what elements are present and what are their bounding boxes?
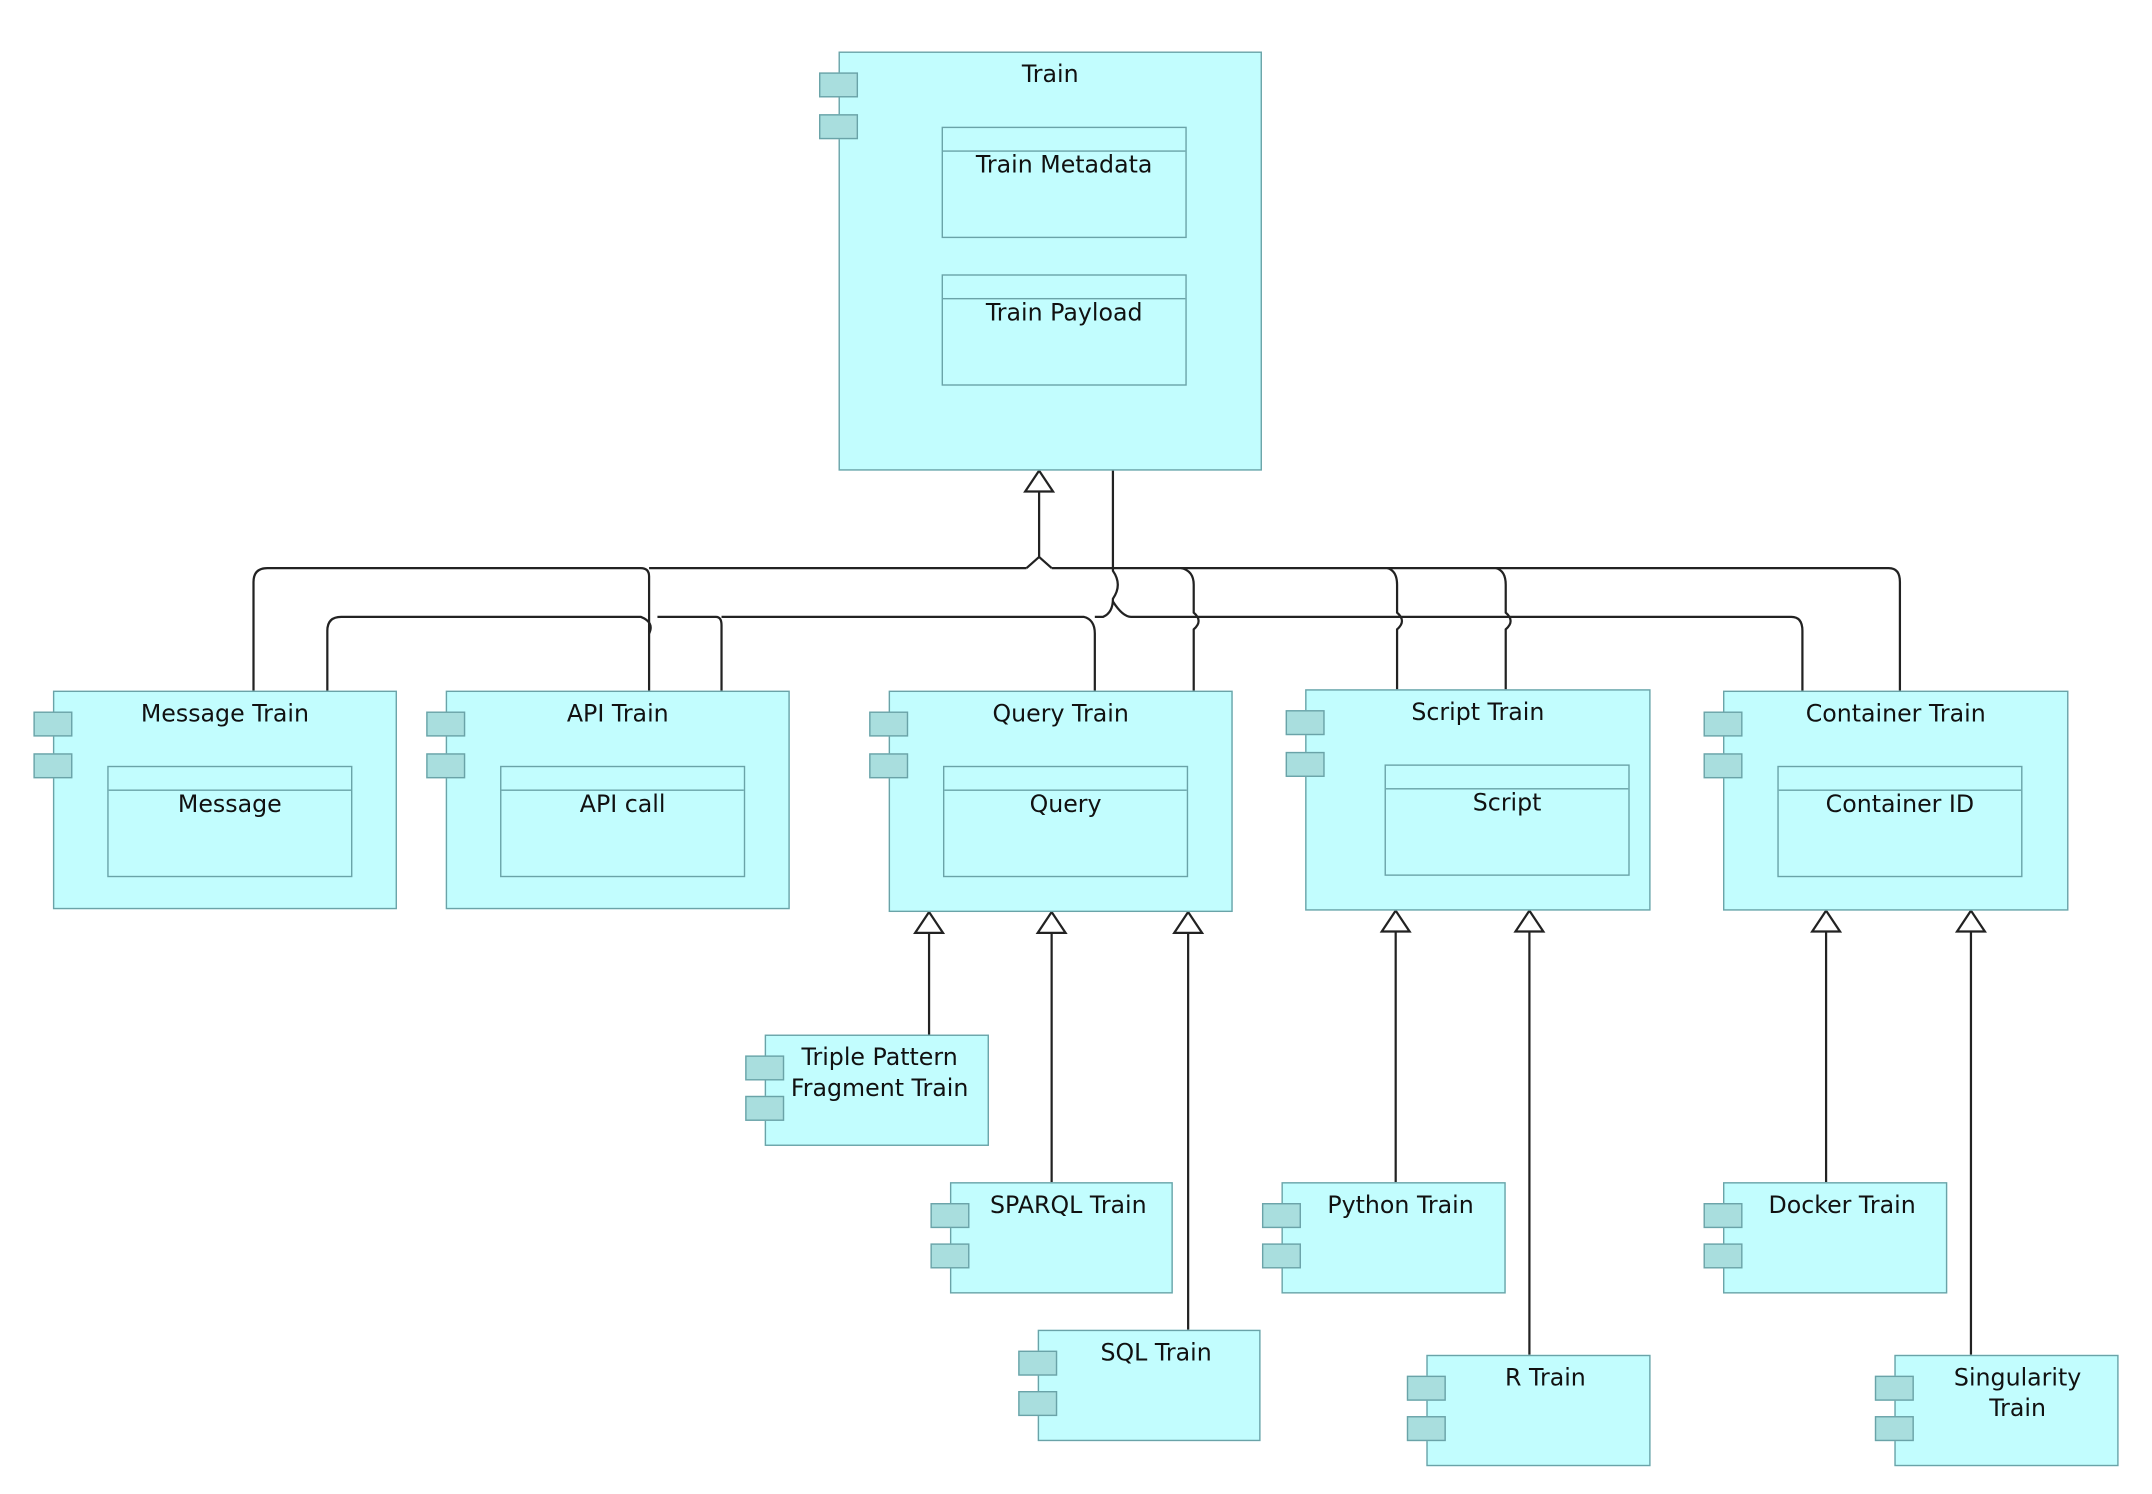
component-port-icon [1285,751,1325,777]
component-port-icon [1703,753,1743,779]
component-container-train[interactable]: Container Train Container ID [1723,690,2069,911]
part-label: Container ID [1825,790,1975,819]
generalization-arrow-query-train [1035,910,1068,935]
component-label: Docker Train [1768,1191,1916,1220]
component-singularity-train[interactable]: Singularity Train [1894,1354,2119,1467]
component-label: Train [1021,61,1079,90]
generalization-bus-lower-left [326,615,652,765]
generalization-line-query-part [721,615,1096,765]
part-script[interactable]: Script [1384,764,1630,876]
component-port-icon [33,753,73,779]
component-label: Script Train [1411,698,1545,727]
component-label: Python Train [1327,1191,1474,1220]
part-label: Train Metadata [975,151,1153,180]
part-label: API call [579,790,666,819]
generalization-arrow-query-train [1172,910,1205,935]
part-label: Query [1029,790,1102,819]
component-label: Message Train [140,700,310,729]
component-port-icon [1018,1391,1058,1417]
component-port-icon [869,753,909,779]
component-api-train[interactable]: API Train API call [445,690,790,910]
component-port-icon [869,711,909,737]
component-port-icon [819,72,859,98]
component-port-icon [1703,1203,1743,1229]
part-label: Train Payload [985,299,1143,328]
component-port-icon [1703,711,1743,737]
generalization-trunk-payload [1094,405,1119,618]
component-query-train[interactable]: Query Train Query [888,690,1233,913]
component-label: Container Train [1805,700,1986,729]
component-label: SQL Train [1100,1339,1212,1368]
component-port-icon [1285,710,1325,736]
generalization-line-script-train [1495,567,1512,691]
component-port-icon [1406,1416,1446,1442]
component-port-icon [1874,1416,1914,1442]
part-api-call[interactable]: API call [500,765,746,878]
component-sql-train[interactable]: SQL Train [1037,1329,1261,1442]
part-train-payload[interactable]: Train Payload [941,274,1187,386]
component-port-icon [1261,1243,1301,1269]
component-docker-train[interactable]: Docker Train [1723,1182,1948,1294]
part-label: Message [177,790,282,819]
component-port-icon [1874,1375,1914,1401]
generalization-arrow-container-train [1810,908,1843,933]
component-port-icon [930,1203,970,1229]
component-r-train[interactable]: R Train [1426,1354,1651,1467]
generalization-arrow-container-train [1954,908,1987,933]
component-train[interactable]: Train Train Metadata Train Payload [838,51,1262,471]
generalization-line-api-part [657,615,723,765]
part-message[interactable]: Message [107,765,353,878]
generalization-line-script-part [1386,567,1404,765]
component-script-train[interactable]: Script Train Script [1305,689,1651,911]
part-container-id[interactable]: Container ID [1777,765,2023,878]
component-label: Triple Pattern Fragment Train [790,1044,969,1103]
component-python-train[interactable]: Python Train [1281,1182,1506,1294]
line-hop [1025,555,1053,569]
component-port-icon [33,711,73,737]
component-label: API Train [566,700,669,729]
part-query[interactable]: Query [942,765,1189,878]
component-port-icon [819,114,859,140]
component-port-icon [426,711,466,737]
component-message-train[interactable]: Message Train Message [52,690,397,910]
generalization-line-container-part [1111,600,1804,765]
component-tpf-train[interactable]: Triple Pattern Fragment Train [764,1034,989,1146]
component-port-icon [426,753,466,779]
component-label: Singularity Train [1953,1364,2082,1424]
part-label: Script [1472,789,1542,818]
part-train-metadata[interactable]: Train Metadata [941,126,1187,239]
component-port-icon [1261,1203,1301,1229]
component-label: R Train [1505,1364,1586,1393]
generalization-arrow-script-train [1513,908,1546,933]
component-label: Query Train [992,700,1129,729]
component-label: SPARQL Train [990,1191,1147,1220]
generalization-arrow-train [1023,468,1056,493]
generalization-arrow-script-train [1379,908,1412,933]
generalization-bus-right [1051,566,1902,691]
generalization-line-query-train [1180,567,1200,691]
component-port-icon [745,1055,785,1081]
component-port-icon [1703,1243,1743,1269]
generalization-line-message-train [252,566,651,691]
component-port-icon [745,1095,785,1121]
component-port-icon [930,1243,970,1269]
component-sparql-train[interactable]: SPARQL Train [949,1182,1173,1294]
component-port-icon [1406,1375,1446,1401]
component-port-icon [1018,1350,1058,1376]
generalization-arrow-query-train [913,910,946,935]
